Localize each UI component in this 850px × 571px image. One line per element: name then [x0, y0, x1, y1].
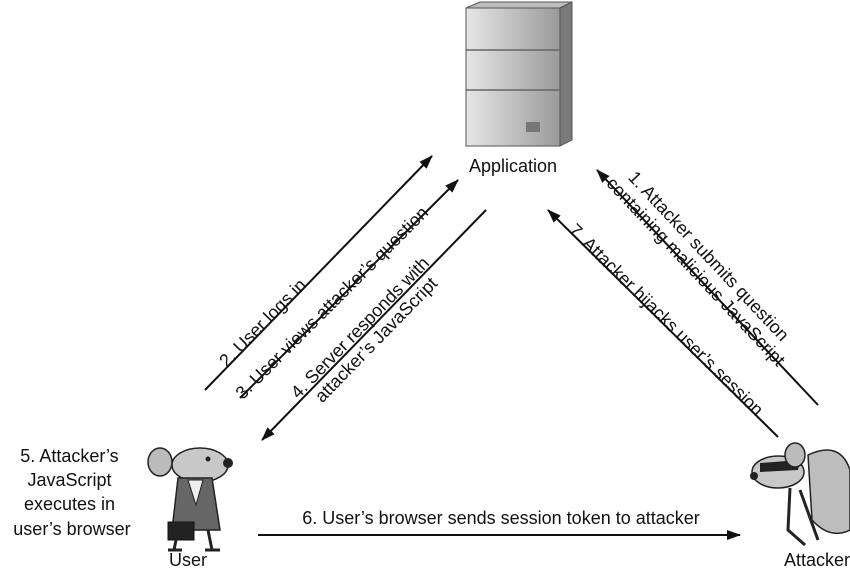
- mouse-attacker-icon: [750, 442, 850, 547]
- step-5-line-2: JavaScript: [27, 470, 111, 490]
- server-icon: [465, 1, 573, 147]
- arrow-step-2: [204, 155, 433, 391]
- step-1-line-1: 1. Attacker submits question: [624, 167, 793, 345]
- step-5-label: 5. Attacker’s JavaScript executes in use…: [13, 446, 130, 539]
- arrow-step-7: [547, 209, 779, 438]
- mouse-user-icon: [147, 447, 233, 552]
- step-1-label: 1. Attacker submits question containing …: [603, 160, 804, 370]
- user-label: User: [169, 550, 207, 570]
- arrow-step-3: [239, 179, 459, 399]
- application-label: Application: [469, 156, 557, 176]
- step-6-label: 6. User’s browser sends session token to…: [302, 508, 700, 528]
- attacker-label: Attacker: [784, 550, 850, 570]
- step-5-line-4: user’s browser: [13, 519, 130, 539]
- arrow-step-1: [596, 169, 819, 406]
- arrow-step-4: [261, 209, 487, 441]
- step-5-line-1: 5. Attacker’s: [20, 446, 118, 466]
- step-5-line-3: executes in: [24, 494, 115, 514]
